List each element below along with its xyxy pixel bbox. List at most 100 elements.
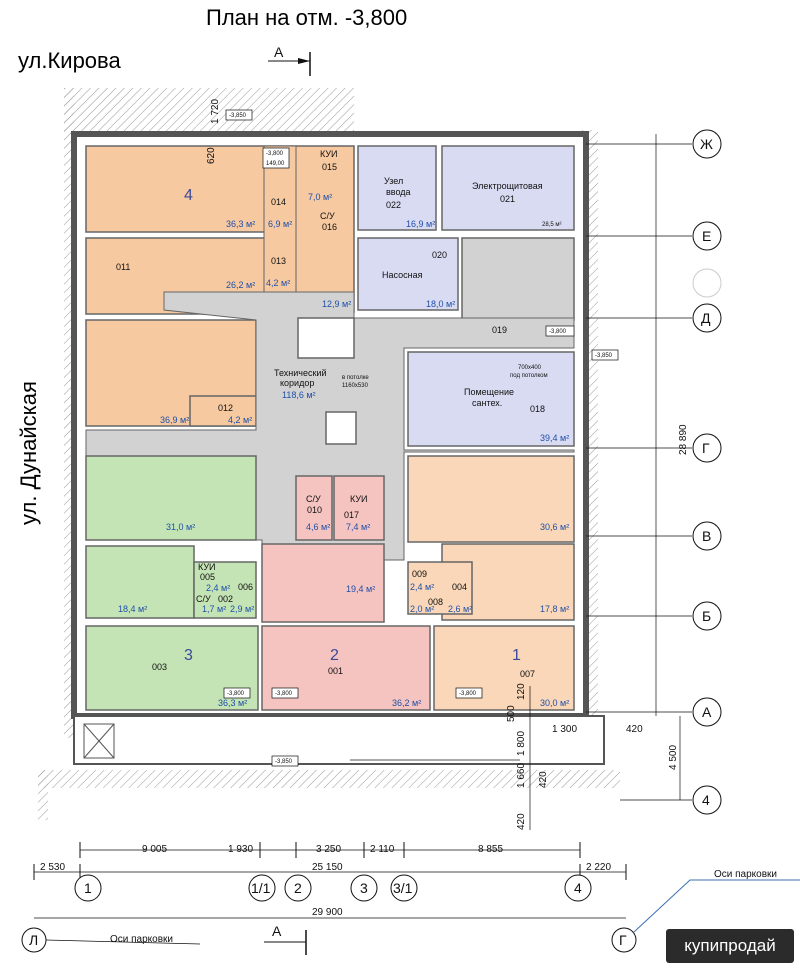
svg-text:Л: Л [29,932,38,948]
svg-text:018: 018 [530,404,545,414]
svg-text:001: 001 [328,666,343,676]
svg-text:9 005: 9 005 [142,844,167,855]
right-dimensions: 28 890 4 500 1 300 420 [552,134,689,800]
plan-title: План на отм. -3,800 [206,5,407,30]
svg-text:29 900: 29 900 [312,907,343,918]
svg-text:-3,800: -3,800 [549,329,567,335]
svg-text:4,2 м²: 4,2 м² [266,278,290,288]
svg-text:26,2 м²: 26,2 м² [226,280,255,290]
svg-text:31,0 м²: 31,0 м² [166,522,195,532]
svg-text:620: 620 [206,147,217,164]
svg-text:3/1: 3/1 [393,880,413,896]
svg-text:Оси парковки: Оси парковки [110,934,173,945]
svg-text:Оси парковки: Оси парковки [714,869,777,880]
svg-text:под потолком: под потолком [510,373,548,379]
svg-text:2 220: 2 220 [586,862,611,873]
svg-text:3: 3 [360,880,368,896]
svg-text:3 250: 3 250 [316,844,341,855]
svg-text:1/1: 1/1 [251,880,271,896]
svg-text:013: 013 [271,256,286,266]
svg-text:12,9 м²: 12,9 м² [322,299,351,309]
svg-text:010: 010 [307,505,322,515]
svg-text:36,3 м²: 36,3 м² [218,698,247,708]
svg-text:4,6 м²: 4,6 м² [306,522,330,532]
svg-text:149,00: 149,00 [266,161,285,167]
svg-text:2: 2 [330,647,339,664]
svg-text:КУИ: КУИ [350,494,368,504]
svg-text:4,2 м²: 4,2 м² [228,415,252,425]
svg-text:Д: Д [701,310,711,326]
svg-text:Помещение: Помещение [464,387,514,397]
svg-text:2,9 м²: 2,9 м² [230,604,254,614]
svg-text:008: 008 [428,597,443,607]
svg-text:1160х530: 1160х530 [342,383,369,389]
svg-text:002: 002 [218,594,233,604]
svg-text:КУИ: КУИ [320,149,338,159]
svg-text:С/У: С/У [196,594,211,604]
svg-text:009: 009 [412,569,427,579]
svg-text:-3,800: -3,800 [459,691,477,697]
svg-text:011: 011 [116,262,130,272]
svg-text:022: 022 [386,200,401,210]
svg-text:18,0 м²: 18,0 м² [426,299,455,309]
bottom-right-vdims: 120 500 1 800 1 660 420 420 [506,683,549,830]
svg-text:30,0 м²: 30,0 м² [540,698,569,708]
svg-text:в потолке: в потолке [342,375,369,381]
svg-text:18,4 м²: 18,4 м² [118,604,147,614]
svg-text:Электрощитовая: Электрощитовая [472,181,543,191]
section-mark-top: А [268,44,311,76]
svg-text:С/У: С/У [306,494,321,504]
level-marks: -3,850 -3,800 149,00 -3,800 -3,850 -3,80… [223,109,619,767]
svg-text:004: 004 [452,582,467,592]
svg-text:сантех.: сантех. [472,398,502,408]
svg-text:-3,850: -3,850 [595,353,613,359]
svg-text:1: 1 [84,880,92,896]
svg-text:2,4 м²: 2,4 м² [206,583,230,593]
top-dimensions: 1 720 620 [206,99,221,164]
svg-text:-3,800: -3,800 [275,691,293,697]
street-left: ул. Дунайская [16,381,41,525]
svg-text:120: 120 [516,683,527,700]
svg-text:4: 4 [702,792,710,808]
svg-text:2,4 м²: 2,4 м² [410,582,434,592]
svg-text:3: 3 [184,647,193,664]
svg-text:420: 420 [516,813,527,830]
svg-text:А: А [702,704,712,720]
svg-text:019: 019 [492,325,507,335]
svg-text:020: 020 [432,250,447,260]
svg-text:2,0 м²: 2,0 м² [410,604,434,614]
row-axes: Ж Е Д Г В Б А 4 [586,129,722,815]
svg-text:25 150: 25 150 [312,862,343,873]
svg-text:8 855: 8 855 [478,844,503,855]
room-labels: 4 36,3 м² 011 26,2 м² 014 6,9 м² КУИ 015… [116,149,569,708]
svg-text:36,2 м²: 36,2 м² [392,698,421,708]
rooms [85,145,575,711]
svg-text:16,9 м²: 16,9 м² [406,219,435,229]
svg-text:2 110: 2 110 [370,844,395,855]
svg-text:500: 500 [506,705,517,722]
svg-text:420: 420 [626,724,643,735]
svg-text:1,7 м²: 1,7 м² [202,604,226,614]
svg-text:Б: Б [702,608,711,624]
parking-axes: Л Оси парковки Г Оси парковки [21,869,800,953]
svg-text:2: 2 [294,880,302,896]
svg-text:1: 1 [512,647,521,664]
svg-text:Узел: Узел [384,176,403,186]
svg-text:Г: Г [619,932,627,948]
svg-text:4: 4 [184,187,193,204]
column-axes: 1 1/1 2 3 3/1 4 [74,874,592,902]
svg-text:003: 003 [152,662,167,672]
svg-text:Насосная: Насосная [382,270,423,280]
svg-text:А: А [272,923,282,939]
svg-text:4 500: 4 500 [668,745,679,770]
svg-text:КУИ: КУИ [198,562,216,572]
svg-text:30,6 м²: 30,6 м² [540,522,569,532]
svg-text:1 800: 1 800 [516,731,527,756]
svg-text:4: 4 [574,880,582,896]
svg-text:39,4 м²: 39,4 м² [540,433,569,443]
svg-text:36,9 м²: 36,9 м² [160,415,189,425]
svg-text:7,4 м²: 7,4 м² [346,522,370,532]
svg-text:-3,850: -3,850 [275,759,293,765]
